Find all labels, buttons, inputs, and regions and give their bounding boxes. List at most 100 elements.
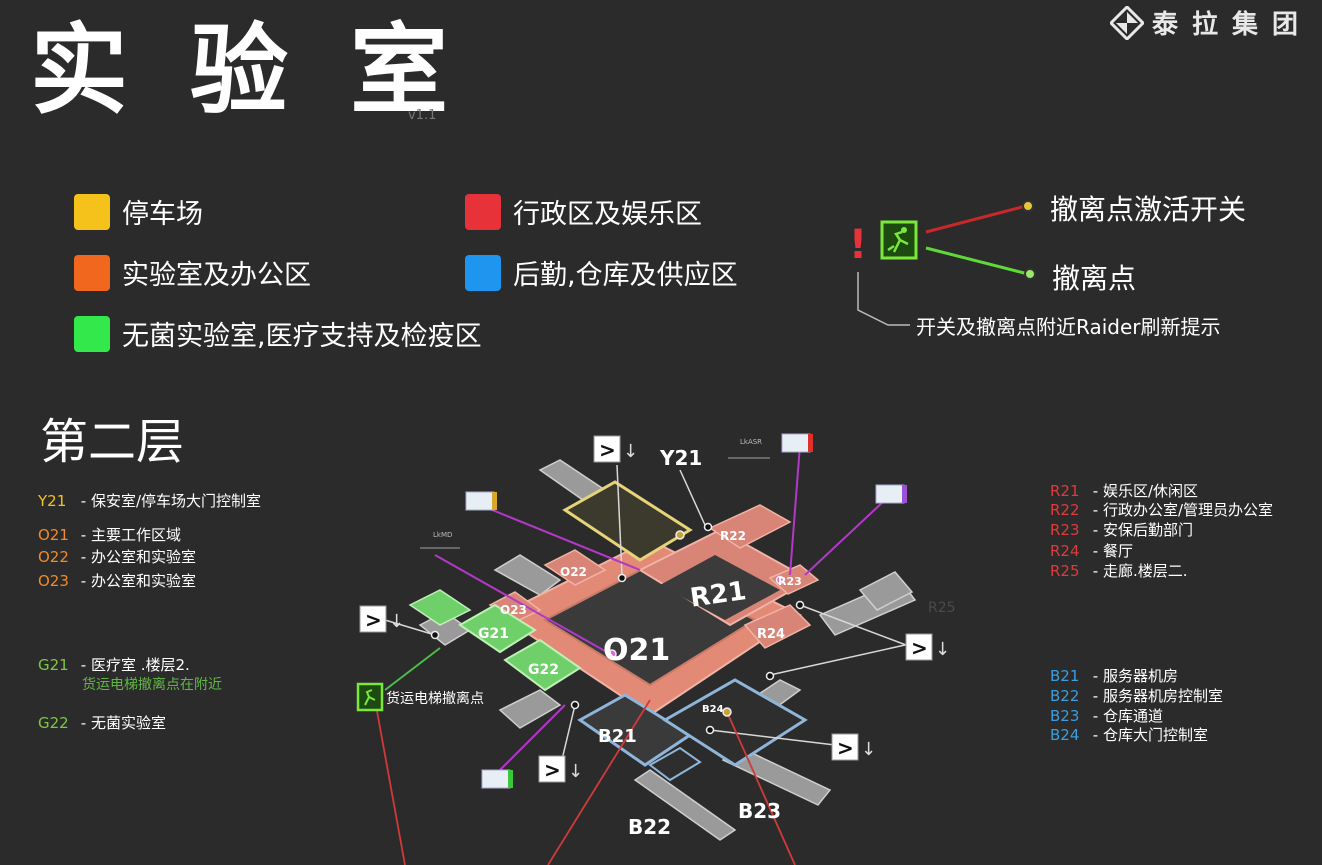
map-label-o22: O22 xyxy=(560,565,587,579)
map-label-g22: G22 xyxy=(528,662,559,678)
extract-label: 撤离点 xyxy=(1052,262,1137,295)
room-code: R23 xyxy=(1050,521,1080,539)
map-label-r25: R25 xyxy=(928,600,956,616)
brand: 泰拉集团 xyxy=(1109,4,1312,41)
keycard-icon xyxy=(481,769,513,789)
room-code: Y21 xyxy=(38,492,67,510)
map-label-r21: R21 xyxy=(688,576,748,614)
room-code: G22 xyxy=(38,714,69,732)
room-desc: - 医疗室 .楼层2. xyxy=(80,656,190,674)
zone-r22 xyxy=(708,504,792,549)
down-arrow-icon: ↓ xyxy=(568,761,583,782)
room-desc: - 主要工作区域 xyxy=(80,526,181,544)
elevator-extract-marker: 货运电梯撤离点 xyxy=(356,682,484,712)
zone-o22 xyxy=(543,549,607,586)
legend-label: 行政区及娱乐区 xyxy=(513,199,702,230)
zone-o23 xyxy=(488,591,542,623)
room-code: R25 xyxy=(1050,562,1080,580)
map-label-r24: R24 xyxy=(757,627,785,642)
room-code: R24 xyxy=(1050,542,1080,560)
map-label-g21: G21 xyxy=(478,626,509,642)
map-nodes xyxy=(430,522,805,735)
room-entry-g21: G21 - 医疗室 .楼层2. xyxy=(38,654,190,675)
legend-swatch xyxy=(74,193,110,230)
legend-swatch xyxy=(74,254,110,291)
room-code: R21 xyxy=(1050,482,1080,500)
extract-line xyxy=(925,246,1029,276)
room-entry-r22: R22 - 行政办公室/管理员办公室 xyxy=(1050,499,1273,520)
switch-line xyxy=(925,204,1027,234)
room-entry-r23: R23 - 安保后勤部门 xyxy=(1050,519,1193,540)
stairs-icon: > xyxy=(911,636,928,660)
keycard-lkasr-label: LkASR xyxy=(740,438,762,446)
map-label-r23: R23 xyxy=(778,575,802,588)
zone-b22 xyxy=(648,746,702,782)
room-code: B22 xyxy=(1050,687,1080,705)
room-desc: - 仓库通道 xyxy=(1092,707,1163,725)
exit-sign-icon xyxy=(880,220,918,260)
legend-swatch xyxy=(74,315,110,352)
room-code: R22 xyxy=(1050,501,1080,519)
room-entry-y21: Y21 - 保安室/停车场大门控制室 xyxy=(38,490,261,511)
switch-dot-icon xyxy=(1022,200,1034,212)
room-code: B23 xyxy=(1050,707,1080,725)
room-entry-o21: O21 - 主要工作区域 xyxy=(38,524,181,545)
room-desc: - 办公室和实验室 xyxy=(80,548,196,566)
zone-g-strip xyxy=(408,589,472,626)
room-entry-g22: G22 - 无菌实验室 xyxy=(38,712,166,733)
keycard-icon xyxy=(781,433,813,453)
room-code: G21 xyxy=(38,656,69,674)
zone-b24 xyxy=(662,678,808,767)
legend-swatch xyxy=(465,254,501,291)
zone-o21 xyxy=(498,538,802,717)
room-entry-b21: B21 - 服务器机房 xyxy=(1050,665,1178,686)
keycard-icon xyxy=(465,491,497,511)
room-entry-r24: R24 - 餐厅 xyxy=(1050,540,1133,561)
room-entry-b24: B24 - 仓库大门控制室 xyxy=(1050,724,1208,745)
room-entry-r21: R21 - 娱乐区/休闲区 xyxy=(1050,480,1198,501)
room-desc: - 安保后勤部门 xyxy=(1092,521,1193,539)
zone-r24 xyxy=(743,604,812,649)
zone-r23 xyxy=(768,564,820,595)
extract-dot-icon xyxy=(1024,268,1036,280)
down-arrow-icon: ↓ xyxy=(935,639,950,660)
page-title: 实验室 xyxy=(30,14,511,128)
zone-g21 xyxy=(458,603,537,654)
legend-logistics: 后勤,仓库及供应区 xyxy=(465,253,738,292)
room-desc: - 仓库大门控制室 xyxy=(1092,726,1208,744)
legend-label: 停车场 xyxy=(122,199,203,230)
map-label-o21: O21 xyxy=(603,633,670,668)
map-label-o23: O23 xyxy=(500,603,527,617)
room-code: B24 xyxy=(1050,726,1080,744)
legend-parking: 停车场 xyxy=(74,192,203,231)
floor-title: 第二层 xyxy=(40,414,185,470)
switch-label: 撤离点激活开关 xyxy=(1050,193,1247,226)
room-code: O21 xyxy=(38,526,69,544)
legend-label: 实验室及办公区 xyxy=(122,260,311,291)
room-desc: - 走廊.楼层二. xyxy=(1092,562,1188,580)
stairs-icon: > xyxy=(365,608,382,632)
brand-name: 泰拉集团 xyxy=(1151,10,1312,40)
map-corridors xyxy=(418,459,917,841)
stairs-marker: > ↓ xyxy=(905,633,950,661)
keycard-lines xyxy=(434,444,886,771)
alert-label: 开关及撤离点附近Raider刷新提示 xyxy=(916,315,1221,339)
stairs-marker: > ↓ xyxy=(538,755,583,783)
map-label-r22: R22 xyxy=(720,529,746,543)
alert-connector xyxy=(857,272,910,326)
room-code: O22 xyxy=(38,548,69,566)
room-desc: - 无菌实验室 xyxy=(80,714,166,732)
room-desc: - 行政办公室/管理员办公室 xyxy=(1092,501,1274,519)
stairs-marker: > ↓ xyxy=(831,733,876,761)
map-label-b21: B21 xyxy=(598,726,637,747)
room-desc: - 保安室/停车场大门控制室 xyxy=(80,492,262,510)
zone-y21 xyxy=(562,480,693,562)
zone-r21 xyxy=(637,528,813,627)
stairs-icon: > xyxy=(837,736,854,760)
legend-label: 无菌实验室,医疗支持及检疫区 xyxy=(122,321,482,352)
legend-label: 后勤,仓库及供应区 xyxy=(513,260,738,291)
map-connectors xyxy=(384,464,907,769)
map-label-y21: Y21 xyxy=(659,446,702,470)
room-entry-b22: B22 - 服务器机房控制室 xyxy=(1050,685,1223,706)
legend-admin: 行政区及娱乐区 xyxy=(465,192,702,231)
